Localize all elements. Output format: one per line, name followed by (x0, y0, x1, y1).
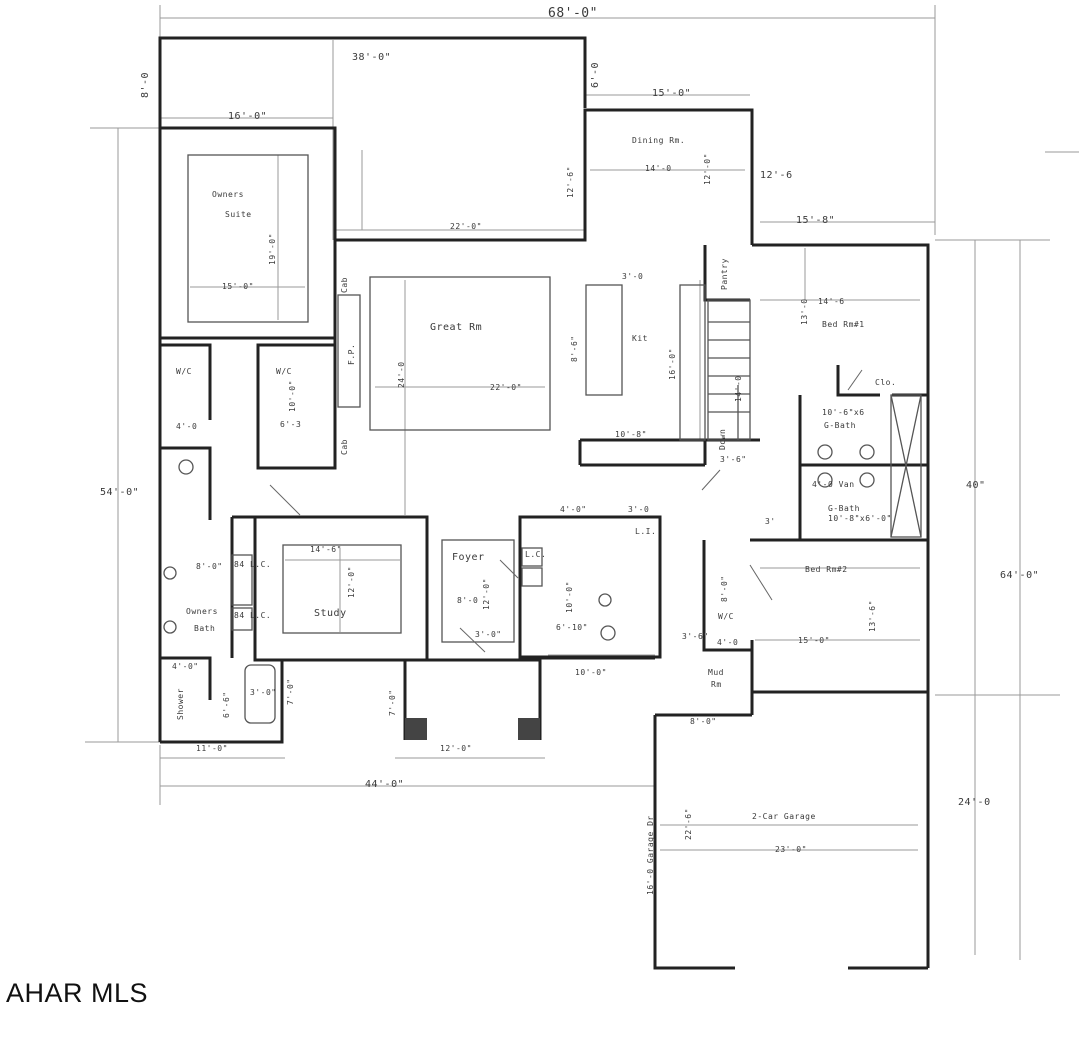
wic3-label: W/C (718, 612, 734, 621)
stair-length: 14'-0 (734, 375, 743, 402)
shower-width: 4'-0" (172, 662, 199, 671)
wic1-label: W/C (176, 367, 192, 376)
dining-room-label: Dining Rm. (632, 136, 686, 145)
closet-label: Clo. (875, 378, 897, 387)
gbath2-dim: 10'-8"x6'-0" (828, 514, 892, 523)
dining-gap-dim: 6'-0 (590, 61, 601, 88)
kitchen-depth: 16'-0" (668, 348, 677, 380)
bed2-label: Bed Rm#2 (805, 565, 848, 574)
owners-width-dim: 16'-0" (228, 111, 268, 122)
kitchen-label: Kit (632, 334, 648, 343)
overall-width-dim: 68'-0" (548, 6, 598, 21)
great-room-width: 22'-0" (490, 383, 522, 392)
owners-bath-label-2: Bath (194, 624, 216, 633)
hall-10-dim: 10'-0" (565, 581, 574, 613)
foyer-door-dim: 3'-0" (475, 630, 502, 639)
great-room-depth: 24'-0 (397, 361, 406, 388)
bottom-12-dim: 12'-0" (440, 744, 472, 753)
study-depth: 12'-0" (347, 566, 356, 598)
stair-bottom-dim: 3'-6" (720, 455, 747, 464)
garage-width: 23'-0" (775, 845, 807, 854)
linen-cabinet-1: 84 L.C. (234, 560, 272, 569)
dim-12-6: 12'-6 (760, 170, 793, 181)
wic3-width: 4'-0 (717, 638, 739, 647)
wic2-label: W/C (276, 367, 292, 376)
dining-depth-2: 12'-6" (566, 166, 575, 198)
dining-depth: 12'-0" (703, 153, 712, 185)
porch-width-dim: 38'-0" (352, 52, 392, 63)
shower-depth: 6'-6" (222, 691, 231, 718)
right-64-dim: 64'-0" (1000, 570, 1040, 581)
bottom-11-dim: 11'-0" (196, 744, 228, 753)
garage-label: 2-Car Garage (752, 812, 816, 821)
tub-depth: 7'-0" (286, 678, 295, 705)
tub-width: 3'-0" (250, 688, 277, 697)
wic3-depth: 8'-0" (720, 575, 729, 602)
great-room-label: Great Rm (430, 322, 483, 333)
gbath2-label: G-Bath (828, 504, 860, 513)
hall-lc-label: L.C. (525, 550, 547, 559)
hall-6-10-dim: 6'-10" (556, 623, 588, 632)
garage-door-label: 16'-0 Garage Dr (646, 815, 655, 895)
study-width: 14'-6" (310, 545, 342, 554)
hall-4-dim: 4'-0" (560, 505, 587, 514)
owners-suite-label-2: Suite (225, 210, 252, 219)
dim-15-8: 15'-8" (796, 215, 836, 226)
gbath1-label: G-Bath (824, 421, 856, 430)
foyer-label: Foyer (452, 552, 485, 563)
mls-watermark: AHAR MLS (6, 978, 149, 1008)
mud-room-width: 8'-0" (690, 717, 717, 726)
gbath1-dim: 10'-6"x6 (822, 408, 865, 417)
mud-room-label-1: Mud (708, 668, 724, 677)
owners-suite-label-1: Owners (212, 190, 244, 199)
garage-depth: 22'-6" (684, 808, 693, 840)
fireplace-label: F.P. (347, 343, 356, 365)
kitchen-bottom-dim: 10'-8" (615, 430, 647, 439)
dim-3: 3' (765, 517, 776, 526)
garage-depth-dim: 24'-0 (958, 797, 991, 808)
stair-down-label: Down (718, 428, 727, 450)
shower-label: Shower (176, 688, 185, 720)
island-depth: 8'-6" (570, 335, 579, 362)
right-40-dim: 40" (966, 480, 986, 491)
island-width: 3'-0 (622, 272, 644, 281)
bed2-width: 15'-0" (798, 636, 830, 645)
bed1-width: 14'-6 (818, 297, 845, 306)
hall-width-dim: 10'-0" (575, 668, 607, 677)
study-label: Study (314, 608, 347, 619)
wic1-dim: 4'-0 (176, 422, 198, 431)
hall-3-dim: 3'-0 (628, 505, 650, 514)
bed1-depth: 13'-0 (800, 298, 809, 325)
foyer-width: 8'-0 (457, 596, 479, 605)
overall-depth-dim: 54'-0" (100, 487, 140, 498)
owners-suite-width: 15'-0" (222, 282, 254, 291)
cabinet-label-2: Cab (340, 439, 349, 455)
pantry-label: Pantry (720, 258, 729, 290)
porch-depth-front: 7'-0" (388, 689, 397, 716)
bottom-width-dim: 44'-0" (365, 779, 405, 790)
wic2-depth: 10'-0" (288, 380, 297, 412)
dining-width: 14'-0 (645, 164, 672, 173)
cabinet-label-1: Cab (340, 277, 349, 293)
hall-linen-label: L.I. (635, 527, 657, 536)
bed2-depth: 13'-6" (868, 600, 877, 632)
owners-bath-label-1: Owners (186, 607, 218, 616)
foyer-depth: 12'-0" (482, 578, 491, 610)
wic2-width: 6'-3 (280, 420, 302, 429)
linen-cabinet-2: 84 L.C. (234, 611, 272, 620)
bed1-label: Bed Rm#1 (822, 320, 865, 329)
porch-depth-dim: 8'-0 (140, 71, 151, 98)
dim-3-6: 3'-6" (682, 632, 709, 641)
owners-bath-width: 8'-0" (196, 562, 223, 571)
owners-suite-depth: 19'-0" (268, 233, 277, 265)
vanity-label: 4'-0 Van (812, 480, 855, 489)
dining-width-dim: 15'-0" (652, 88, 692, 99)
patio-22-dim: 22'-0" (450, 222, 482, 231)
mud-room-label-2: Rm (711, 680, 722, 689)
